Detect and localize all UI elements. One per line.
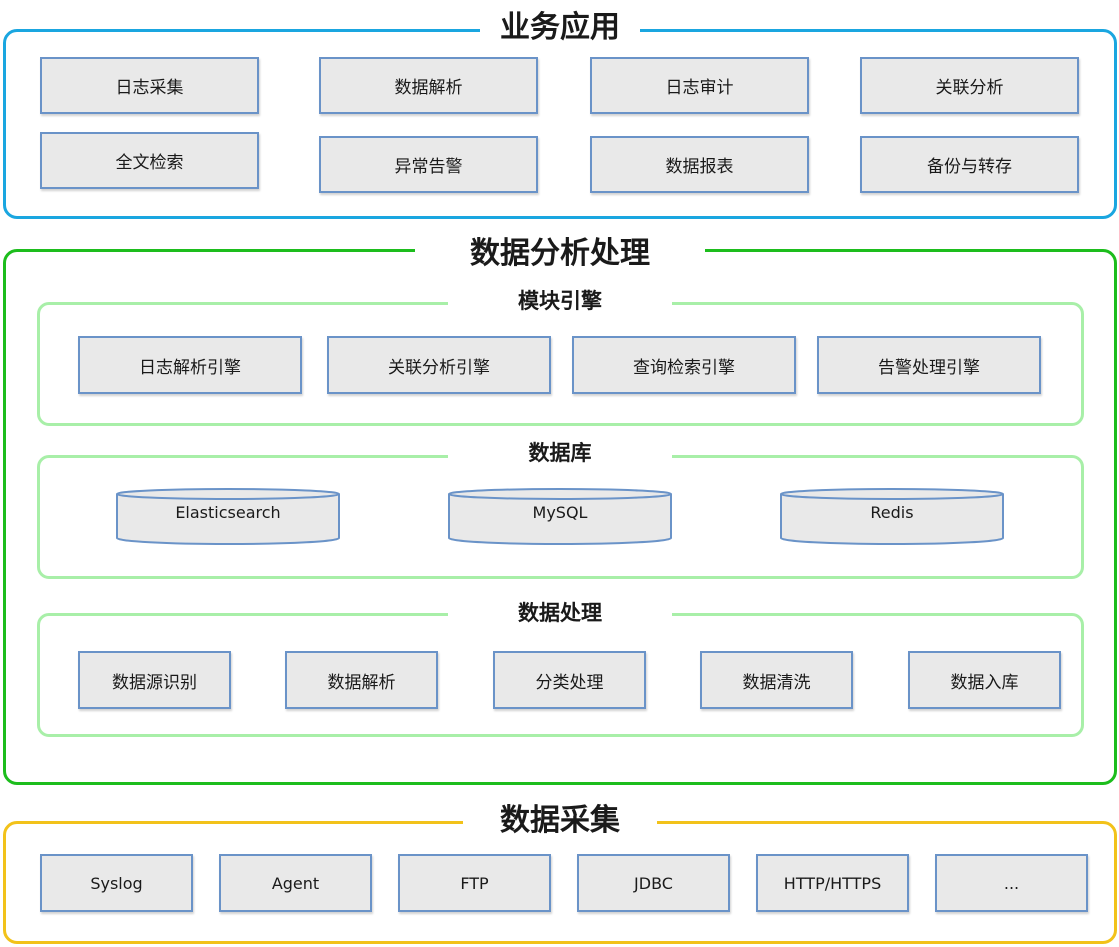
database-label: MySQL xyxy=(532,503,588,522)
database-label: Elasticsearch xyxy=(175,503,281,522)
business-item: 日志采集 xyxy=(40,57,259,114)
database-title: 数据库 xyxy=(448,443,672,464)
database-cylinder: Redis xyxy=(780,488,1004,546)
engine-item: 关联分析引擎 xyxy=(327,336,551,394)
business-item: 数据解析 xyxy=(319,57,538,114)
business-item: 数据报表 xyxy=(590,136,809,193)
collection-item: JDBC xyxy=(577,854,730,912)
database-cylinder: Elasticsearch xyxy=(116,488,340,546)
business-item: 备份与转存 xyxy=(860,136,1079,193)
processing-item: 数据解析 xyxy=(285,651,438,709)
collection-item: Agent xyxy=(219,854,372,912)
business-item: 关联分析 xyxy=(860,57,1079,114)
database-cylinder: MySQL xyxy=(448,488,672,546)
business-item: 异常告警 xyxy=(319,136,538,193)
processing-item: 数据入库 xyxy=(908,651,1061,709)
collection-item: ... xyxy=(935,854,1088,912)
business-item: 全文检索 xyxy=(40,132,259,189)
database-cylinder-icon xyxy=(780,488,1004,545)
engine-item: 告警处理引擎 xyxy=(817,336,1041,394)
collection-item: FTP xyxy=(398,854,551,912)
engines-title: 模块引擎 xyxy=(448,291,672,312)
engine-item: 查询检索引擎 xyxy=(572,336,796,394)
business-title: 业务应用 xyxy=(480,13,640,43)
database-cylinder-icon xyxy=(116,488,340,545)
collection-title: 数据采集 xyxy=(463,806,657,836)
collection-item: Syslog xyxy=(40,854,193,912)
analysis-title: 数据分析处理 xyxy=(415,239,705,269)
collection-item: HTTP/HTTPS xyxy=(756,854,909,912)
business-item: 日志审计 xyxy=(590,57,809,114)
processing-item: 数据清洗 xyxy=(700,651,853,709)
processing-title: 数据处理 xyxy=(448,603,672,624)
engine-item: 日志解析引擎 xyxy=(78,336,302,394)
processing-item: 数据源识别 xyxy=(78,651,231,709)
database-cylinder-icon xyxy=(448,488,672,545)
database-label: Redis xyxy=(870,503,914,522)
processing-item: 分类处理 xyxy=(493,651,646,709)
